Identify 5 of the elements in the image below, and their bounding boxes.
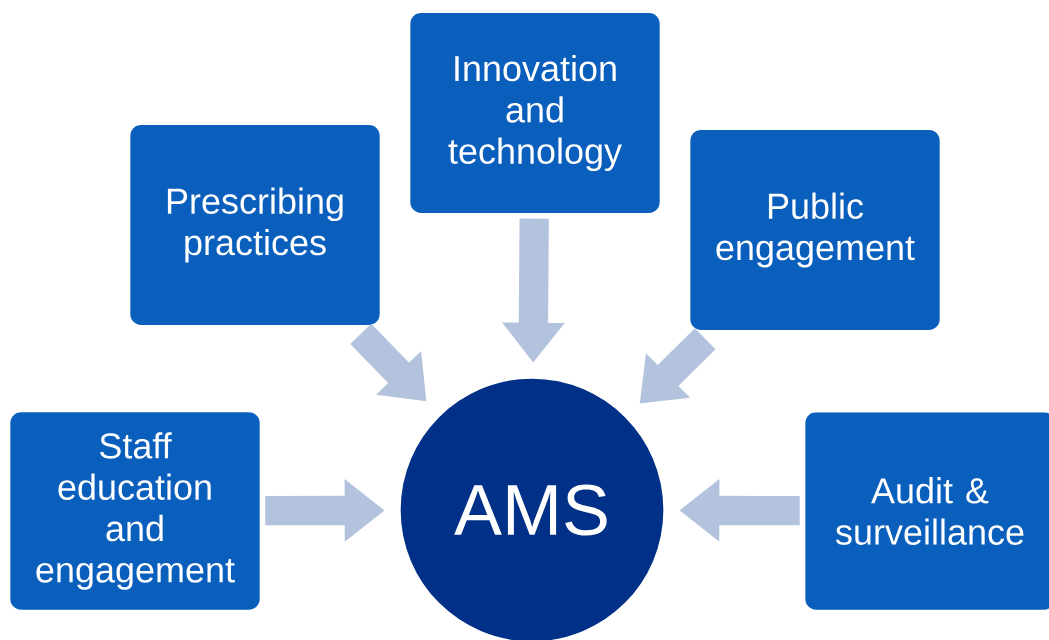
topic-box: Prescribing practices xyxy=(130,125,380,325)
topic-box: Staff education and engagement xyxy=(10,412,260,610)
topic-box: Public engagement xyxy=(690,130,940,330)
topic-box: Innovation and technology xyxy=(410,13,660,213)
topic-box: Audit & surveillance xyxy=(805,412,1049,610)
